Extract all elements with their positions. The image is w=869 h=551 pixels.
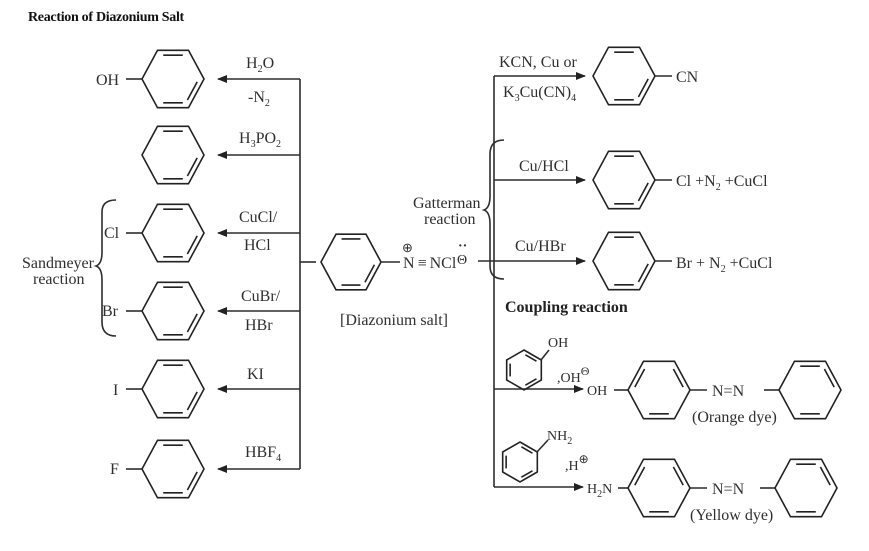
orange-azo-group: N=N [712, 383, 745, 400]
reagent-hcl: HCl [244, 237, 271, 254]
double-bond-line [186, 313, 198, 333]
double-bond-line [520, 446, 533, 454]
yellow-dye-left-group: H2N [587, 482, 612, 500]
sandmeyer-brace [93, 199, 117, 337]
substituent-f: F [110, 461, 119, 478]
gatterman-label-line2: reaction [424, 211, 476, 228]
substituent-oh: OH [96, 72, 120, 89]
benzene-ring-outline [592, 46, 656, 106]
benzene-ring-outline [592, 150, 656, 210]
bromobenzene-product-ring [592, 231, 656, 291]
double-bond-line [524, 354, 537, 362]
diazonium-name: [Diazonium salt] [340, 312, 448, 329]
benzene-ring-outline [141, 125, 205, 185]
gatterman-brace [481, 139, 505, 280]
benzene-ring-outline [141, 439, 205, 499]
orange-dye-label: (Orange dye) [692, 409, 777, 426]
reagent-k3cucn4: K3Cu(CN)4 [503, 84, 576, 104]
iodobenzene-ring [141, 359, 205, 419]
sandmeyer-label-line1: Sandmeyer [22, 255, 95, 272]
double-bond-line [186, 471, 198, 491]
benzene-ring-outline [141, 49, 205, 109]
diazonium-plus-charge: ⊕ [402, 240, 413, 255]
benzene-ring-outline [774, 458, 838, 518]
double-bond-line [672, 368, 684, 388]
reagent-kcn: KCN, Cu or [499, 54, 577, 71]
aniline-reagent-ring [501, 441, 539, 483]
double-bond-line [637, 263, 649, 283]
phenol-oh-bond [540, 349, 550, 361]
reagent-h2o: H2O [246, 55, 274, 75]
orange-dye-ring-1 [627, 360, 691, 420]
yellow-dye-label: (Yellow dye) [690, 507, 773, 524]
substituent-cl: Cl [104, 225, 120, 242]
reagent-cu-hbr: Cu/HBr [515, 238, 566, 255]
double-bond-line [186, 235, 198, 255]
benzene-ring-outline [141, 359, 205, 419]
double-bond-line [520, 470, 533, 478]
double-bond-line [634, 466, 646, 486]
double-bond-line [819, 466, 831, 486]
double-bond-line [672, 466, 684, 486]
sandmeyer-label-line2: reaction [33, 271, 85, 288]
gatterman-label-line1: Gatterman [413, 195, 481, 212]
benzene-ring-outline [778, 360, 842, 420]
double-bond-line [364, 264, 376, 283]
phenol-reagent-ring [505, 349, 543, 391]
aniline-group: NH2 [547, 429, 572, 447]
product-cn: CN [676, 69, 699, 86]
fluorobenzene-ring [141, 439, 205, 499]
benzene-ring-outline [141, 281, 205, 341]
reagent-minus-n2: -N2 [248, 89, 270, 109]
product-bromobenzene: Br + N2 +CuCl [676, 255, 773, 275]
double-bond-line [186, 391, 198, 411]
aniline-nh2-bond [536, 439, 549, 453]
double-bond-line [637, 78, 649, 98]
yellow-azo-group: N=N [712, 481, 745, 498]
benzene-ring-outline [592, 231, 656, 291]
double-bond-line [524, 378, 537, 386]
diazonium-benzene-ring [320, 233, 382, 291]
benzene-ring-outline [627, 458, 691, 518]
benzene-ring-outline [505, 349, 543, 391]
orange-dye-left-group: OH [587, 384, 607, 399]
phenol-ring [141, 49, 205, 109]
benzene-ring-outline [141, 203, 205, 263]
yellow-dye-ring-2 [774, 458, 838, 518]
double-bond-line [634, 368, 646, 388]
phenol-condition: ,OHΘ [557, 364, 590, 386]
chlorobenzene-product-ring [592, 150, 656, 210]
reagent-cucl: CuCl/ [239, 209, 278, 226]
reagent-hbr: HBr [245, 317, 273, 334]
chlorobenzene-ring [141, 203, 205, 263]
chloride-lone-pair: ·· [458, 239, 467, 254]
reagent-h3po2: H3PO2 [239, 130, 281, 150]
reagent-ki: KI [247, 366, 264, 383]
reagent-cu-hcl: Cu/HCl [519, 158, 569, 175]
substituent-br: Br [102, 303, 119, 320]
double-bond-line [637, 182, 649, 202]
orange-dye-ring-2 [778, 360, 842, 420]
product-chlorobenzene: Cl +N2 +CuCl [676, 173, 768, 193]
diazonium-formula: N≡NCl [403, 255, 457, 272]
double-bond-line [186, 81, 198, 101]
double-bond-line [186, 157, 198, 177]
phenol-group: OH [548, 336, 568, 351]
benzene-ring-outline [320, 233, 382, 291]
coupling-heading: Coupling reaction [505, 299, 628, 316]
reagent-hbf4: HBF4 [245, 444, 281, 464]
double-bond-line [823, 368, 835, 388]
bromobenzene-ring [141, 281, 205, 341]
benzene-ring [141, 125, 205, 185]
aniline-condition: ,H⊕ [565, 452, 589, 474]
benzonitrile-ring [592, 46, 656, 106]
benzene-ring-outline [627, 360, 691, 420]
yellow-dye-ring-1 [627, 458, 691, 518]
chloride-minus-charge: Θ [457, 253, 467, 268]
benzene-ring-outline [501, 441, 539, 483]
substituent-i: I [113, 382, 118, 399]
reagent-cubr: CuBr/ [241, 288, 281, 305]
page-title: Reaction of Diazonium Salt [28, 10, 184, 25]
